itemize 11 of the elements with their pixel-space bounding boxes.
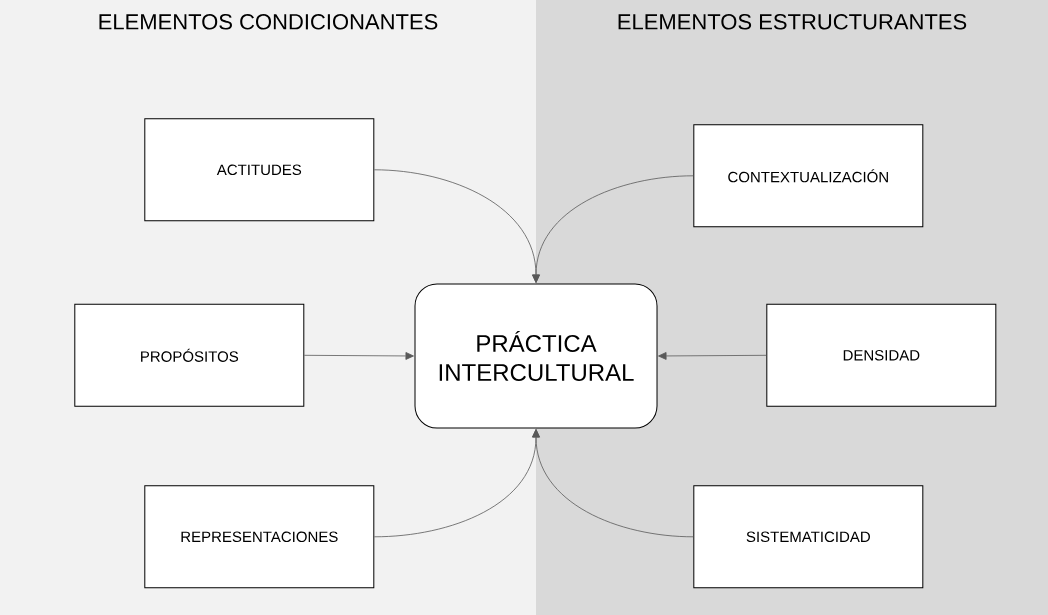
- element-box: SISTEMATICIDAD: [693, 485, 924, 589]
- element-box: DENSIDAD: [766, 303, 997, 407]
- arrow: [532, 175, 694, 283]
- element-box: CONTEXTUALIZACIÓN: [693, 124, 924, 228]
- element-box: ACTITUDES: [144, 118, 375, 222]
- arrow: [658, 352, 767, 360]
- element-box: PROPÓSITOS: [74, 303, 305, 407]
- arrow: [532, 429, 694, 538]
- central-box: PRÁCTICA INTERCULTURAL: [414, 283, 658, 429]
- element-box: REPRESENTACIONES: [144, 485, 375, 589]
- arrow: [303, 352, 414, 360]
